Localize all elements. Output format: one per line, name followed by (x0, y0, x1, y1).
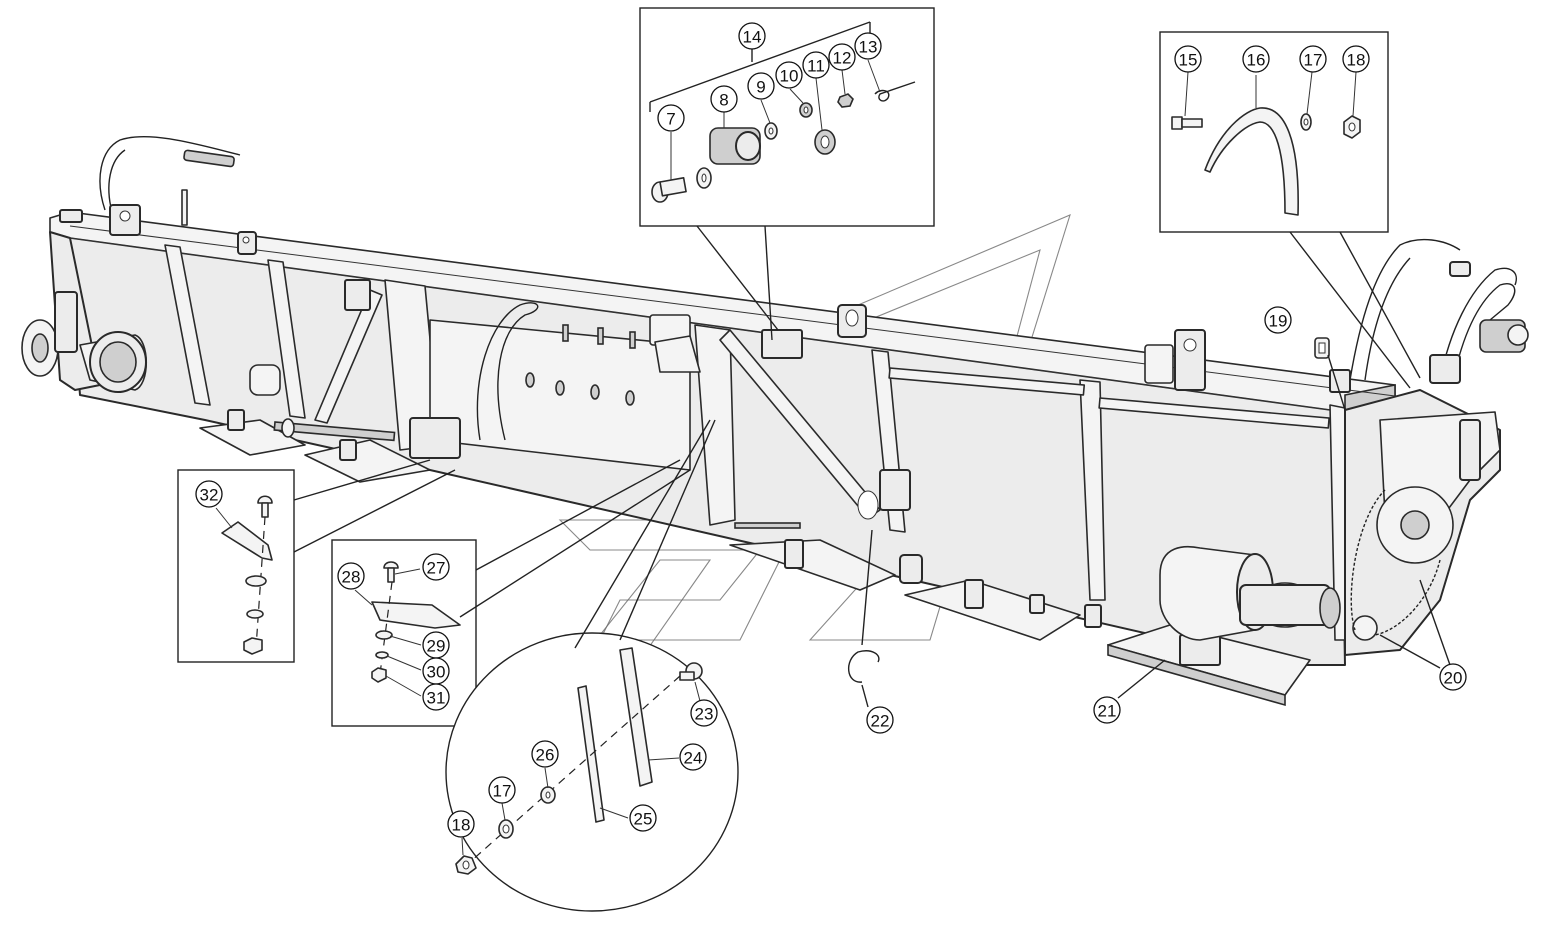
auger-fingers (525, 324, 636, 406)
callout-30: 30 (422, 657, 450, 685)
svg-text:8: 8 (719, 91, 728, 110)
callout-10: 10 (775, 61, 803, 89)
svg-text:28: 28 (342, 568, 361, 587)
callout-25: 25 (629, 804, 657, 832)
callout-29: 29 (422, 631, 450, 659)
svg-text:20: 20 (1444, 669, 1463, 688)
callout-15: 15 (1174, 45, 1202, 73)
callout-16: 16 (1242, 45, 1270, 73)
inset-left-32 (177, 469, 295, 663)
svg-text:24: 24 (684, 749, 703, 768)
svg-text:21: 21 (1098, 702, 1117, 721)
svg-text:25: 25 (634, 810, 653, 829)
svg-text:10: 10 (780, 67, 799, 86)
callout-17-top: 17 (1299, 45, 1327, 73)
header-frame-assembly (21, 136, 1529, 707)
callout-26: 26 (531, 740, 559, 768)
callout-17-bottom: 17 (488, 776, 516, 804)
callout-18-top: 18 (1342, 45, 1370, 73)
callout-19: 19 (1264, 306, 1292, 334)
svg-text:12: 12 (833, 49, 852, 68)
svg-text:26: 26 (536, 746, 555, 765)
svg-text:32: 32 (200, 486, 219, 505)
callout-27: 27 (422, 553, 450, 581)
svg-text:17: 17 (1304, 51, 1323, 70)
callout-23: 23 (690, 699, 718, 727)
svg-text:17: 17 (493, 782, 512, 801)
svg-text:16: 16 (1247, 51, 1266, 70)
svg-text:27: 27 (427, 559, 446, 578)
svg-text:18: 18 (1347, 51, 1366, 70)
svg-text:29: 29 (427, 637, 446, 656)
callout-9: 9 (747, 72, 775, 100)
leader-lines (215, 59, 1451, 856)
svg-text:13: 13 (859, 38, 878, 57)
callout-11: 11 (802, 51, 830, 79)
callout-20: 20 (1439, 663, 1467, 691)
callout-28: 28 (337, 562, 365, 590)
svg-text:22: 22 (871, 712, 890, 731)
svg-text:11: 11 (807, 57, 825, 76)
callout-12: 12 (828, 43, 856, 71)
callout-24: 24 (679, 743, 707, 771)
callout-22: 22 (866, 706, 894, 734)
svg-text:18: 18 (452, 816, 471, 835)
callout-14: 14 (738, 22, 766, 50)
callout-32: 32 (195, 480, 223, 508)
callout-8: 8 (710, 85, 738, 113)
inset-ellipse-23-26 (445, 632, 739, 912)
svg-text:19: 19 (1269, 312, 1288, 331)
callout-7: 7 (657, 104, 685, 132)
svg-text:14: 14 (743, 28, 762, 47)
callout-13: 13 (854, 32, 882, 60)
callout-31: 31 (422, 683, 450, 711)
part-22-ring (848, 650, 880, 683)
callout-18-bottom: 18 (447, 810, 475, 838)
inset-top-center (639, 7, 935, 227)
svg-text:9: 9 (756, 78, 765, 97)
svg-text:31: 31 (427, 689, 446, 708)
part-19-bracket (1314, 337, 1330, 359)
svg-text:15: 15 (1179, 51, 1198, 70)
callout-21: 21 (1093, 696, 1121, 724)
svg-text:30: 30 (427, 663, 446, 682)
svg-text:23: 23 (695, 705, 714, 724)
svg-text:7: 7 (666, 110, 675, 129)
